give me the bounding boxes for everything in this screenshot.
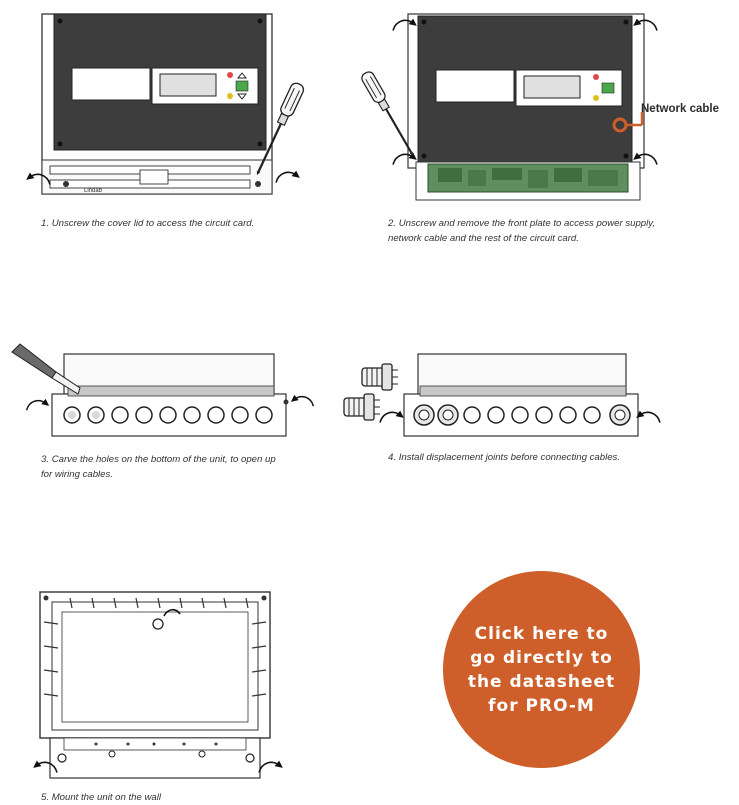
- knife-icon: [11, 343, 81, 395]
- step-text: Carve the holes on the bottom of the uni…: [41, 454, 276, 480]
- step-3-illustration: [11, 343, 315, 437]
- step-5-illustration: [32, 591, 284, 779]
- step-text: Unscrew and remove the front plate to ac…: [388, 218, 656, 244]
- step-1-illustration: Lindab: [25, 13, 307, 195]
- datasheet-link-button[interactable]: Click here to go directly to the datashe…: [443, 571, 640, 768]
- step-number: 2.: [388, 218, 397, 229]
- step-text: Mount the unit on the wall: [51, 792, 162, 803]
- step-text: Install displacement joints before conne…: [398, 452, 621, 463]
- step-number: 4.: [388, 452, 397, 463]
- step-1-caption: 1. Unscrew the cover lid to access the c…: [41, 216, 321, 231]
- step-number: 5.: [41, 792, 50, 803]
- step-2-caption: 2. Unscrew and remove the front plate to…: [388, 216, 678, 246]
- svg-text:Lindab: Lindab: [84, 188, 103, 194]
- step-number: 3.: [41, 454, 50, 465]
- step-4-caption: 4. Install displacement joints before co…: [388, 450, 688, 465]
- network-cable-callout: Network cable: [641, 103, 719, 115]
- datasheet-link-label: Click here to go directly to the datashe…: [467, 623, 616, 716]
- cable-gland-icon: [343, 363, 399, 421]
- step-2-illustration: [358, 13, 658, 201]
- step-5-caption: 5. Mount the unit on the wall: [41, 790, 321, 805]
- step-4-illustration: [343, 353, 661, 437]
- step-number: 1.: [41, 218, 50, 229]
- step-3-caption: 3. Carve the holes on the bottom of the …: [41, 452, 286, 482]
- step-text: Unscrew the cover lid to access the circ…: [51, 218, 255, 229]
